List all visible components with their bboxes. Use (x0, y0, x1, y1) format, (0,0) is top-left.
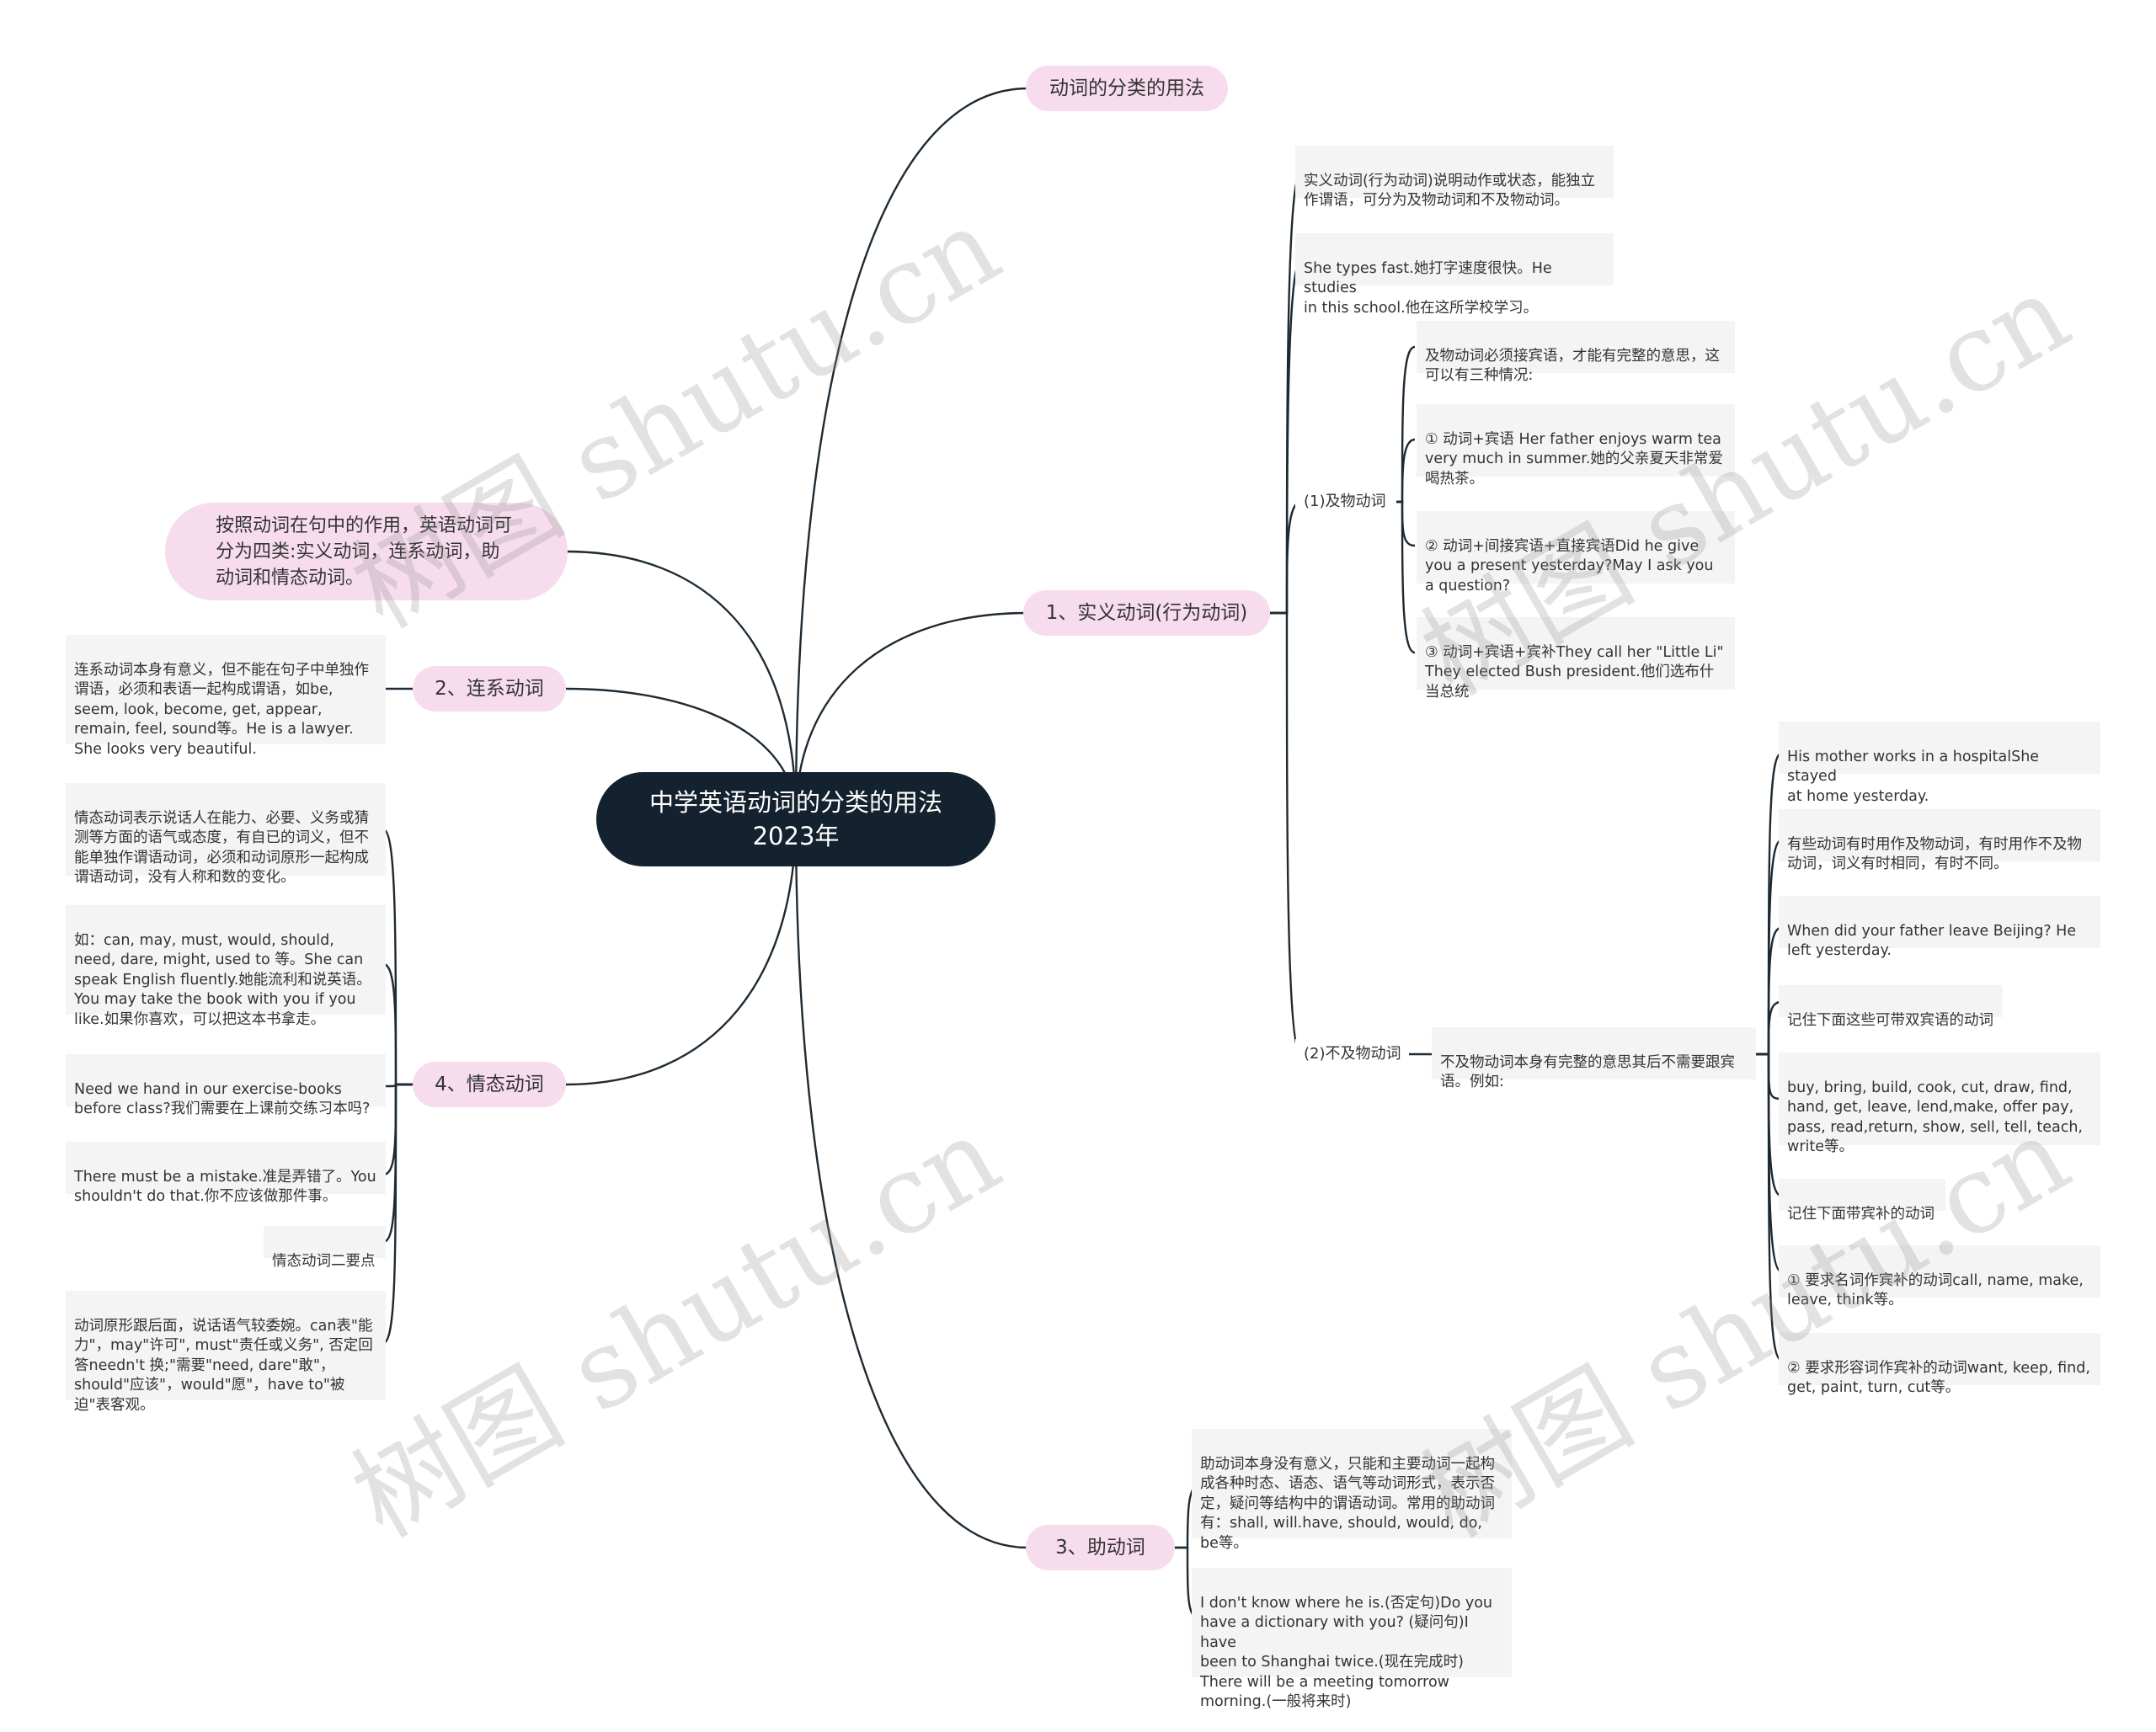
branch-label: 3、助动词 (1055, 1537, 1145, 1559)
intransitive-item-0[interactable]: His mother works in a hospitalShe stayed… (1779, 722, 2100, 805)
auxiliary-item-1[interactable]: I don't know where he is.(否定句)Do you hav… (1192, 1568, 1512, 1710)
branch-notional-verbs[interactable]: 1、实义动词(行为动词) (1023, 590, 1270, 636)
intransitive-item-4[interactable]: buy, bring, build, cook, cut, draw, find… (1779, 1053, 2100, 1155)
notional-desc[interactable]: 实义动词(行为动词)说明动作或状态，能独立作谓语，可分为及物动词和不及物动词。 (1295, 146, 1614, 209)
transitive-item-3[interactable]: ③ 动词+宾语+宾补They call her "Little Li" They… (1417, 617, 1735, 701)
notional-example[interactable]: She types fast.她打字速度很快。He studies in thi… (1295, 233, 1614, 317)
intransitive-item-6[interactable]: ① 要求名词作宾补的动词call, name, make, leave, thi… (1779, 1245, 2100, 1308)
intransitive-item-2[interactable]: When did your father leave Beijing? He l… (1779, 896, 2100, 959)
modal-item-5[interactable]: 动词原形跟后面，说话语气较委婉。can表"能力"，may"许可", must"责… (66, 1291, 386, 1414)
intro-node[interactable]: 按照动词在句中的作用，英语动词可分为四类:实义动词，连系动词，助动词和情态动词。 (165, 503, 568, 600)
transitive-item-0[interactable]: 及物动词必须接宾语，才能有完整的意思，这可以有三种情况: (1417, 321, 1735, 384)
branch-label: 2、连系动词 (435, 678, 544, 700)
modal-item-2[interactable]: Need we hand in our exercise-books befor… (66, 1054, 386, 1117)
linking-desc[interactable]: 连系动词本身有意义，但不能在句子中单独作谓语，必须和表语一起构成谓语，如be, … (66, 635, 386, 758)
transitive-label[interactable]: (1)及物动词 (1295, 487, 1396, 517)
auxiliary-item-0[interactable]: 助动词本身没有意义，只能和主要动词一起构成各种时态、语态、语气等动词形式，表示否… (1192, 1429, 1512, 1552)
modal-item-3[interactable]: There must be a mistake.准是弄错了。You should… (66, 1142, 386, 1205)
modal-item-1[interactable]: 如：can, may, must, would, should, need, d… (66, 905, 386, 1028)
intransitive-item-1[interactable]: 有些动词有时用作及物动词，有时用作不及物动词，词义有时相同，有时不同。 (1779, 809, 2100, 872)
root-node[interactable]: 中学英语动词的分类的用法2023年 (596, 772, 995, 866)
branch-label: 4、情态动词 (435, 1074, 544, 1095)
modal-item-0[interactable]: 情态动词表示说话人在能力、必要、义务或猜测等方面的语气或态度，有自已的词义，但不… (66, 783, 386, 886)
transitive-item-2[interactable]: ② 动词+间接宾语+直接宾语Did he give you a present … (1417, 511, 1735, 594)
intransitive-item-3[interactable]: 记住下面这些可带双宾语的动词 (1779, 985, 2003, 1029)
branch-label: 动词的分类的用法 (1049, 77, 1204, 99)
branch-label: 1、实义动词(行为动词) (1045, 602, 1248, 624)
intransitive-desc[interactable]: 不及物动词本身有完整的意思其后不需要跟宾语。例如: (1432, 1027, 1756, 1090)
intransitive-label[interactable]: (2)不及物动词 (1295, 1039, 1409, 1069)
intransitive-item-7[interactable]: ② 要求形容词作宾补的动词want, keep, find, get, pain… (1779, 1333, 2100, 1396)
branch-linking-verbs[interactable]: 2、连系动词 (413, 666, 566, 711)
modal-item-4[interactable]: 情态动词二要点 (264, 1226, 386, 1270)
root-title: 中学英语动词的分类的用法2023年 (648, 788, 942, 850)
branch-classification-usage[interactable]: 动词的分类的用法 (1026, 66, 1228, 111)
branch-modal-verbs[interactable]: 4、情态动词 (413, 1062, 566, 1107)
branch-auxiliary-verbs[interactable]: 3、助动词 (1026, 1525, 1175, 1570)
intransitive-item-5[interactable]: 记住下面带宾补的动词 (1779, 1179, 1945, 1223)
intro-text: 按照动词在句中的作用，英语动词可分为四类:实义动词，连系动词，助动词和情态动词。 (216, 514, 513, 589)
transitive-item-1[interactable]: ① 动词+宾语 Her father enjoys warm tea very … (1417, 404, 1735, 488)
